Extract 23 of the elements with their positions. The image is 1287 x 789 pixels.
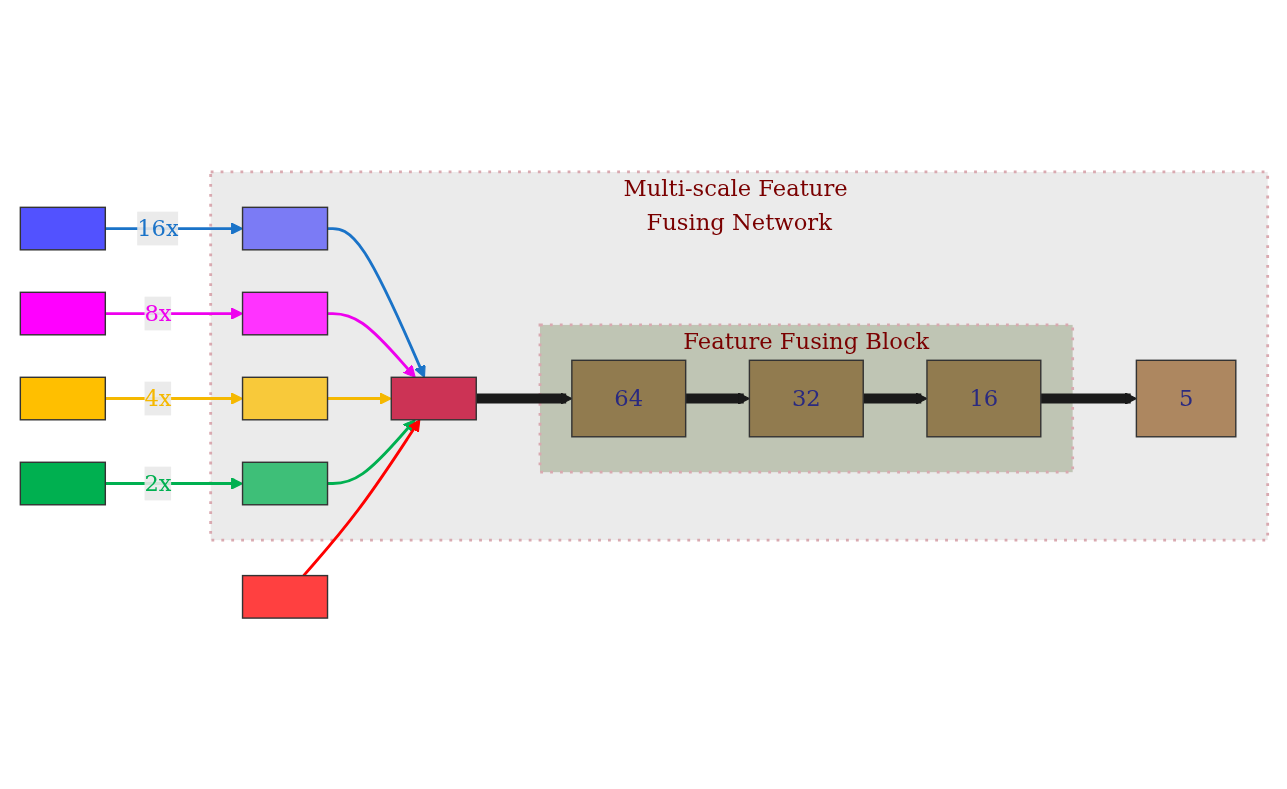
node-box — [19, 291, 106, 335]
edge-label: 4x — [143, 383, 172, 411]
node-box — [19, 461, 106, 505]
node-box — [241, 291, 328, 335]
node-box — [241, 574, 328, 619]
node-box: 32 — [748, 359, 864, 437]
node-box: 64 — [570, 359, 686, 437]
arrow — [302, 418, 420, 576]
arrow — [327, 311, 416, 378]
node-box — [241, 206, 328, 251]
edge-label: 16x — [136, 213, 179, 241]
node-box — [241, 461, 328, 505]
node-box: 5 — [1135, 359, 1236, 437]
edge-label: 2x — [143, 468, 172, 496]
arrow — [475, 391, 572, 405]
arrow — [327, 226, 426, 378]
node-box — [241, 376, 328, 420]
node-box — [19, 376, 106, 420]
arrow — [327, 418, 416, 485]
node-box: 16 — [925, 359, 1041, 437]
node-box — [19, 206, 106, 251]
edge-label: 8x — [143, 298, 172, 326]
node-box — [390, 376, 477, 420]
